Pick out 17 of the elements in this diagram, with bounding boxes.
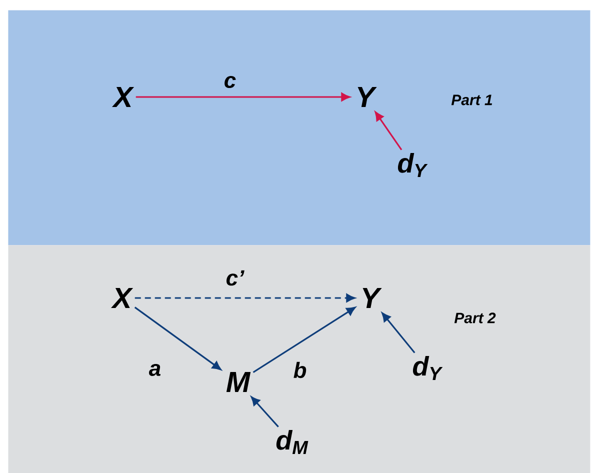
variable-label: M	[226, 372, 251, 392]
variable-label: Y	[362, 288, 382, 308]
disturbance-label: d$_{M}$	[276, 430, 308, 454]
arrow	[250, 396, 279, 428]
part-label: Part 2	[454, 312, 496, 324]
arrow	[134, 306, 222, 370]
variable-label: X	[112, 87, 134, 107]
arrow	[134, 294, 356, 302]
arrow	[136, 92, 350, 102]
variable-label: Y	[358, 87, 377, 107]
part-label: Part 1	[451, 94, 492, 106]
disturbance-label: d$_{Y}$	[398, 152, 428, 177]
variable-label: X	[111, 288, 134, 308]
disturbance-label: d$_{Y}$	[412, 356, 443, 380]
arrow	[252, 306, 356, 373]
arrow	[374, 112, 402, 150]
arrow	[382, 312, 416, 354]
